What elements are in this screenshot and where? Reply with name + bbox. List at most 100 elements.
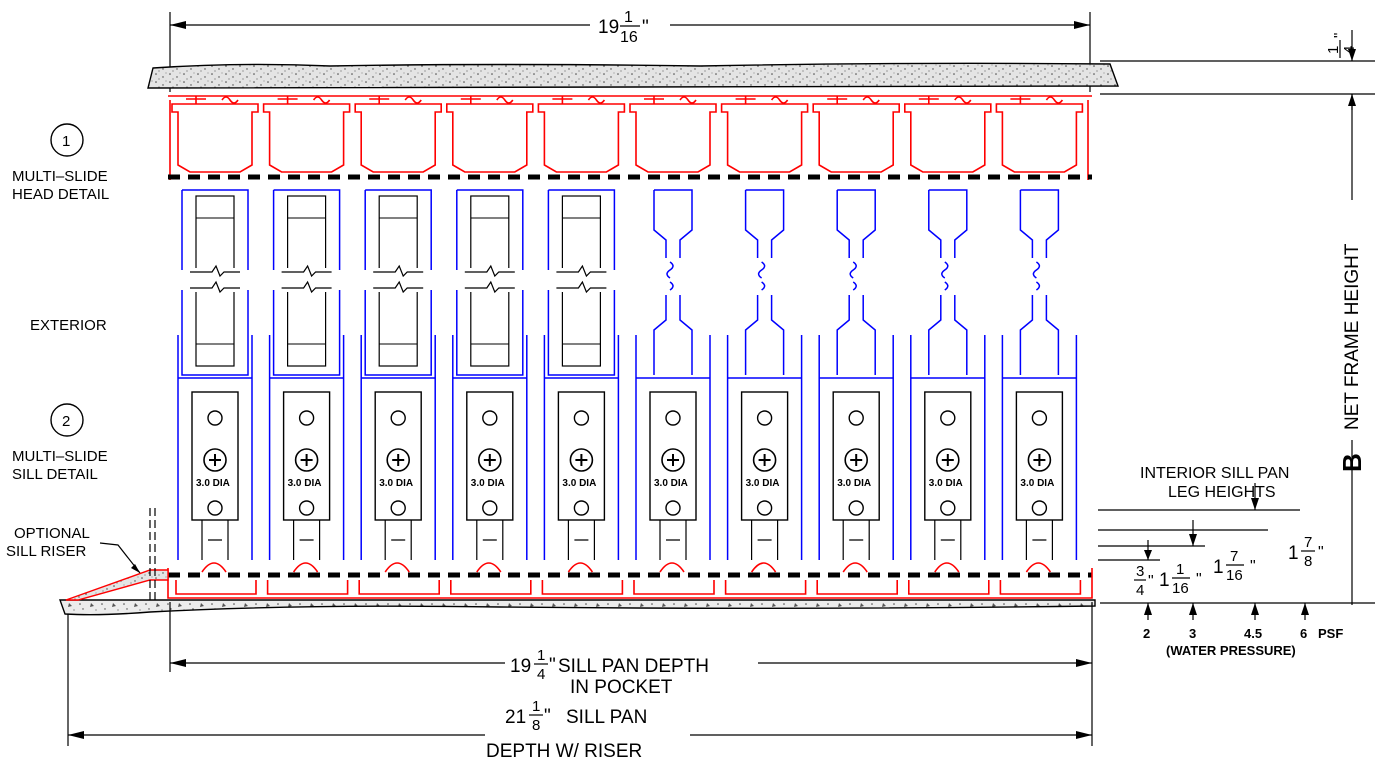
sill-riser-callout: OPTIONAL SILL RISER [6, 525, 141, 574]
detail-2-line1: MULTI–SLIDE [12, 448, 108, 465]
roller-screw-top [940, 410, 956, 426]
roller-screw-bottom [848, 500, 864, 516]
detail-2-line2: SILL DETAIL [12, 466, 98, 483]
roller-wheel [203, 448, 227, 472]
glass-break-line [190, 264, 240, 294]
roller-wheel [935, 448, 960, 472]
roller-axle [483, 454, 496, 466]
screen-panel-bottom [928, 295, 968, 375]
roller-axle [1033, 454, 1046, 466]
sill-pan-riser-num: 1 [532, 698, 540, 715]
panel-lower-frame [726, 335, 803, 560]
roller-diameter-label: 3.0 DIA [562, 478, 596, 489]
pressure-3: 4.5 [1244, 626, 1262, 641]
sill-pan-riser-dimension: 21 1 8 " SILL PAN DEPTH W/ RISER [67, 614, 1093, 762]
sill-pan-depth-den: 4 [537, 666, 545, 683]
roller-diameter-label: 3.0 DIA [379, 478, 413, 489]
roller-post [293, 520, 321, 560]
top-width-num: 1 [624, 9, 633, 26]
glass-panel: 3.0 DIA [177, 189, 253, 560]
sill-pan-riser-unit: " [544, 706, 551, 727]
head-substrate [147, 62, 1119, 89]
screen-panel-bottom [1019, 295, 1060, 375]
roller-screw-top [298, 410, 315, 426]
sill-track [450, 562, 532, 595]
sill-pan-riser-whole: 21 [505, 707, 526, 728]
roller-diameter-label: 3.0 DIA [837, 478, 871, 489]
head-gap-unit: " [1331, 33, 1348, 38]
pressure-2: 3 [1189, 626, 1196, 641]
screen-break [849, 261, 857, 291]
screen-panel: 3.0 DIA [726, 189, 803, 560]
leg-value-1-num: 3 [1136, 563, 1144, 580]
roller-diameter-label: 3.0 DIA [654, 478, 688, 489]
screen-break [1032, 261, 1041, 291]
net-frame-height-dimension: B NET FRAME HEIGHT [1100, 94, 1375, 605]
sill-pan-depth-dimension: 19 1 4 " SILL PAN DEPTH IN POCKET [169, 602, 1093, 698]
head-track-fin [277, 96, 331, 104]
screen-panel: 3.0 DIA [635, 189, 711, 560]
head-gap-den: 4 [1341, 46, 1358, 54]
leg-value-4-den: 8 [1304, 553, 1312, 570]
riser-line1: OPTIONAL [14, 525, 90, 542]
panel-lower-frame [635, 335, 711, 560]
screen-panel-bottom [836, 295, 876, 375]
head-track-chamber [812, 103, 900, 173]
head-track-chamber [354, 103, 442, 173]
screen-panel-top [1019, 189, 1060, 258]
head-gap-dimension: 1 4 " [1100, 30, 1375, 110]
roller-axle [209, 454, 221, 466]
roller-wheel [1027, 448, 1052, 472]
glass-panel-stile-top [181, 189, 249, 376]
panel-stack: 3.0 DIA 3.0 DIA 3.0 DIA 3.0 DIA 3.0 DIA 3.0 D… [177, 189, 1078, 560]
head-track-chamber [537, 103, 626, 173]
head-track-chamber [629, 103, 717, 173]
glass-break-line [281, 264, 332, 294]
roller-wheel [569, 448, 594, 472]
top-width-whole: 19 [598, 17, 619, 38]
leg-value-1-den: 4 [1136, 582, 1144, 599]
sill-frame [167, 562, 1093, 599]
glass-panel-stile-top [547, 189, 616, 376]
head-track-fin [186, 96, 239, 104]
glass-panel: 3.0 DIA [268, 189, 345, 560]
roller-diameter-label: 3.0 DIA [1020, 478, 1054, 489]
panel-lower-frame [543, 335, 620, 560]
screen-panel-bottom [653, 295, 693, 375]
sill-pan-riser-den: 8 [532, 717, 540, 734]
screen-panel: 3.0 DIA [818, 189, 894, 560]
head-track-fin [552, 96, 606, 104]
glass-break-line [373, 264, 424, 294]
head-frame [168, 95, 1092, 578]
leg-value-4-num: 7 [1304, 534, 1312, 551]
sill-track [724, 562, 807, 595]
glass-break-line [464, 264, 515, 294]
roller-post [659, 520, 687, 560]
roller-diameter-label: 3.0 DIA [288, 478, 322, 489]
leg-heights-block: INTERIOR SILL PAN LEG HEIGHTS 3 4 " 1 1 … [1098, 465, 1343, 658]
panel-lower-frame [360, 335, 436, 560]
leg-value-3-num: 7 [1230, 548, 1238, 565]
head-track-fin [827, 96, 880, 104]
roller-screw-bottom [1031, 500, 1048, 516]
exterior-label: EXTERIOR [30, 317, 107, 334]
roller-screw-bottom [665, 500, 681, 516]
roller-screw-bottom [573, 500, 590, 516]
head-track-chamber [262, 103, 351, 173]
roller-post [201, 520, 229, 560]
roller-axle [392, 454, 405, 466]
sill-track [175, 562, 257, 595]
roller-post [567, 520, 595, 560]
roller-post [1025, 520, 1053, 560]
roller-post [934, 520, 962, 560]
sill-pan-depth-unit: " [549, 655, 556, 676]
roller-screw-bottom [756, 500, 773, 516]
roller-post [751, 520, 779, 560]
screen-panel: 3.0 DIA [1001, 189, 1078, 560]
roller-screw-top [573, 410, 590, 426]
leg-value-3-den: 16 [1226, 567, 1243, 584]
leg-value-2-whole: 1 [1159, 570, 1170, 591]
roller-wheel [752, 448, 777, 472]
head-track-chamber [446, 103, 534, 173]
glass-panel-stile-top [272, 189, 341, 376]
